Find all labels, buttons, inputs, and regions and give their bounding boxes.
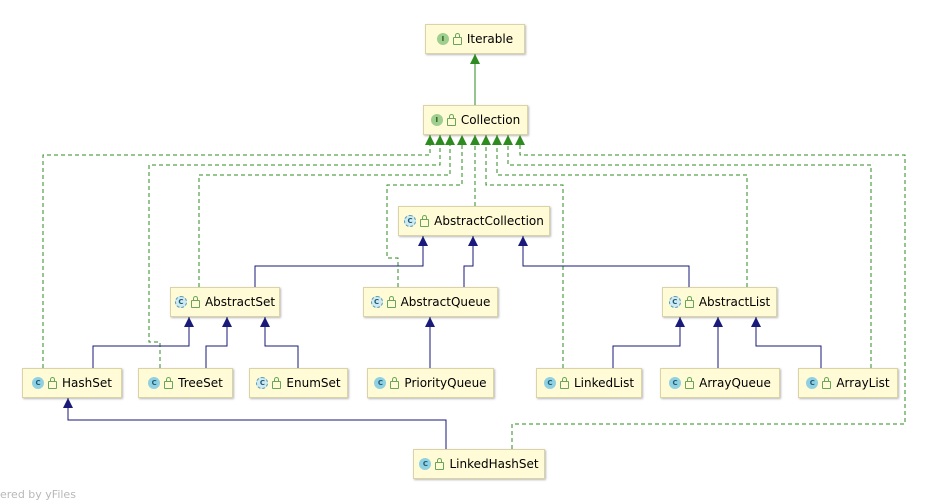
abstract-class-icon: C [174,296,187,308]
node-abstract-collection[interactable]: C AbstractCollection [398,206,550,236]
edge-abstractlist-abstractcollection [518,236,690,287]
edge-abstractset-abstractcollection [254,236,428,287]
edge-abstractqueue-collection [386,135,467,287]
abstract-class-icon: C [668,296,681,308]
node-array-queue[interactable]: C ArrayQueue [660,368,780,398]
edge-hashset-abstractset [92,317,194,368]
public-lock-icon [48,377,58,389]
edge-linkedlist-collection [481,135,564,368]
node-enum-set[interactable]: C EnumSet [249,368,348,398]
edge-linkedlist-abstractlist [612,317,685,368]
class-icon: C [806,377,819,389]
class-icon: C [374,377,387,389]
class-icon: C [148,377,161,389]
node-collection[interactable]: I Collection [423,105,528,135]
abstract-class-icon: C [370,296,383,308]
edge-hashset-collection [42,135,435,368]
node-abstract-set[interactable]: C AbstractSet [170,287,280,317]
public-lock-icon [420,215,430,227]
node-abstract-list[interactable]: C AbstractList [662,287,777,317]
public-lock-icon [684,296,694,308]
edge-enumset-abstractset [260,317,299,368]
node-tree-set[interactable]: C TreeSet [138,368,233,398]
node-label: AbstractSet [204,295,276,309]
node-label: HashSet [62,376,112,390]
node-label: LinkedList [573,376,635,390]
public-lock-icon [164,377,174,389]
public-lock-icon [822,377,832,389]
edge-treeset-collection [148,135,445,368]
public-lock-icon [446,114,456,126]
class-icon: C [32,377,45,389]
node-label: AbstractQueue [400,295,491,309]
node-linked-list[interactable]: C LinkedList [536,368,642,398]
node-label: TreeSet [178,376,223,390]
public-lock-icon [452,33,462,45]
interface-icon: I [430,114,443,126]
public-lock-icon [685,377,695,389]
node-abstract-queue[interactable]: C AbstractQueue [363,287,498,317]
edge-arraylist-collection [503,135,872,368]
node-label: LinkedHashSet [449,457,539,471]
node-priority-queue[interactable]: C PriorityQueue [367,368,494,398]
class-icon: C [543,377,556,389]
edge-treeset-abstractset [205,317,232,368]
edge-linkedhashset-hashset [63,398,447,449]
edge-arraylist-abstractlist [751,317,822,368]
node-iterable[interactable]: I Iterable [425,24,525,54]
node-label: AbstractList [698,295,771,309]
edge-abstractset-collection [198,135,455,287]
node-linked-hash-set[interactable]: C LinkedHashSet [413,449,545,479]
abstract-class-icon: C [256,377,269,389]
class-icon: C [669,377,682,389]
node-array-list[interactable]: C ArrayList [798,368,898,398]
public-lock-icon [386,296,396,308]
public-lock-icon [190,296,200,308]
abstract-class-icon: C [404,215,417,227]
public-lock-icon [435,458,445,470]
node-label: PriorityQueue [404,376,487,390]
public-lock-icon [272,377,282,389]
node-label: AbstractCollection [434,214,544,228]
node-label: ArrayQueue [699,376,771,390]
public-lock-icon [559,377,569,389]
node-label: EnumSet [286,376,341,390]
node-hash-set[interactable]: C HashSet [22,368,122,398]
edge-abstractlist-collection [492,135,748,287]
public-lock-icon [390,377,400,389]
class-icon: C [419,458,432,470]
yfiles-watermark: ered by yFiles [0,488,76,501]
node-label: ArrayList [836,376,890,390]
node-label: Collection [460,113,521,127]
edge-abstractqueue-abstractcollection [463,236,478,287]
interface-icon: I [436,33,449,45]
node-label: Iterable [466,32,514,46]
